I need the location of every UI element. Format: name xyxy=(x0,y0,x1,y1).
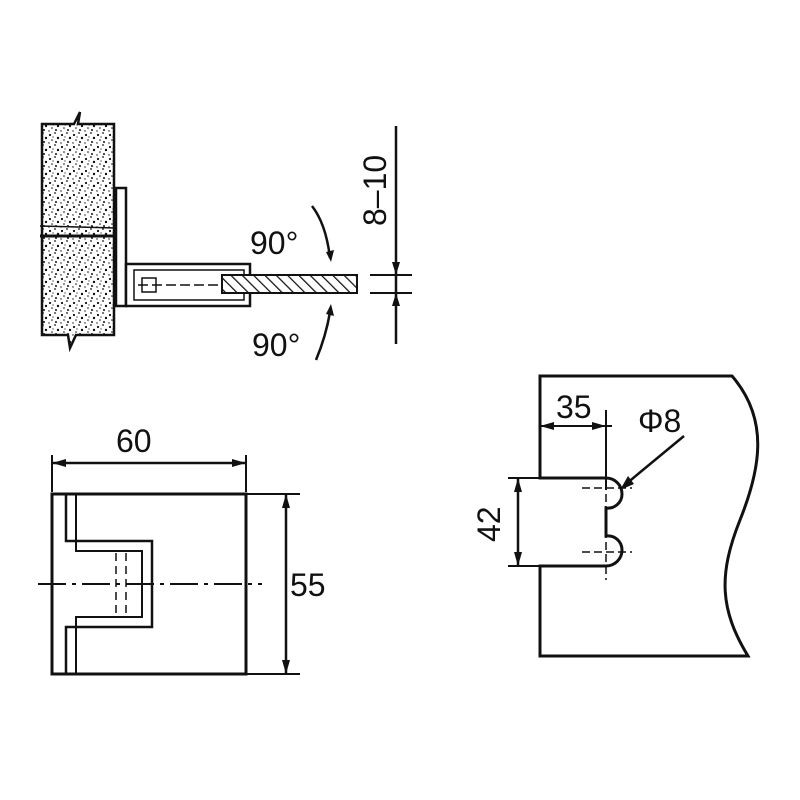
wall-section xyxy=(40,111,116,353)
diameter-arrowhead xyxy=(620,476,634,490)
angle-arrowhead-top xyxy=(326,250,334,262)
width-arrowhead-left xyxy=(52,459,66,467)
height-label: 55 xyxy=(290,567,326,603)
glass-cutout-outline xyxy=(538,374,760,658)
glass-pane xyxy=(221,274,358,294)
side-view: 90° 90° 8–10 xyxy=(39,111,412,363)
width-label: 60 xyxy=(116,423,152,459)
front-view: 60 55 xyxy=(38,423,326,676)
offset-arrowhead-left xyxy=(540,422,554,430)
angle-bottom-label: 90° xyxy=(252,327,300,363)
angle-arrow-top xyxy=(311,205,332,259)
thickness-arrowhead-top xyxy=(392,262,400,275)
edge-offset-label: 35 xyxy=(556,389,592,425)
clamp-screw xyxy=(141,277,157,293)
notch-arrowhead-bottom xyxy=(514,552,522,566)
notch-height-label: 42 xyxy=(471,506,507,542)
height-arrowhead-top xyxy=(282,494,290,508)
thickness-arrowhead-bottom xyxy=(392,293,400,306)
angle-arrowhead-bottom xyxy=(326,304,334,316)
diameter-leader xyxy=(625,435,685,485)
notch-arrowhead-top xyxy=(514,478,522,492)
wall-joint-line-2 xyxy=(39,225,117,229)
angle-arrow-bottom xyxy=(314,311,332,361)
height-arrowhead-bottom xyxy=(282,660,290,674)
glass-cutout-view: 35 Φ8 42 xyxy=(471,374,760,658)
width-arrowhead-right xyxy=(232,459,246,467)
glass-thickness-label: 8–10 xyxy=(357,155,393,226)
clamp-base-plate xyxy=(114,186,128,308)
angle-top-label: 90° xyxy=(250,225,298,261)
hole-diameter-label: Φ8 xyxy=(638,403,681,439)
offset-arrowhead-right xyxy=(592,422,606,430)
